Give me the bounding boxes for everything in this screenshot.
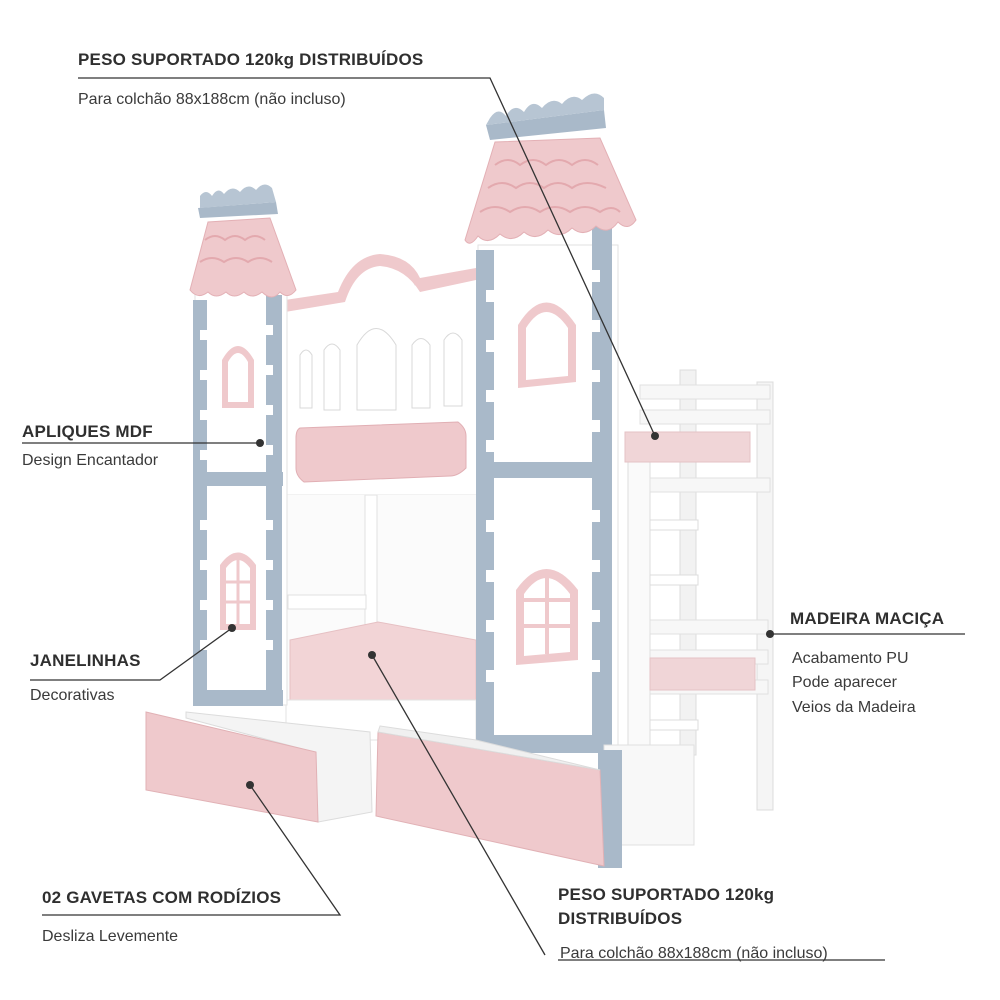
callout-top-subtitle: Para colchão 88x188cm (não incluso) [78, 91, 346, 108]
callout-apliques-title: APLIQUES MDF [22, 422, 153, 441]
callout-gavetas-subtitle: Desliza Levemente [42, 928, 179, 945]
callout-janelinhas-subtitle: Decorativas [30, 687, 115, 704]
callout-bottom-title-line-1: PESO SUPORTADO 120kg [558, 885, 775, 904]
callout-gavetas-title: 02 GAVETAS COM RODÍZIOS [42, 888, 282, 907]
base-frame [598, 744, 695, 868]
callout-madeira-line-3: Veios da Madeira [792, 699, 916, 716]
callout-apliques-subtitle: Design Encantador [22, 452, 159, 469]
callout-madeira-line-1: Acabamento PU [792, 650, 909, 667]
callout-dots [228, 432, 774, 789]
callout-janelinhas-title: JANELINHAS [30, 651, 141, 670]
right-tower [464, 93, 637, 753]
side-ladder-frame [624, 369, 774, 811]
callout-lines [22, 77, 965, 961]
drawers [145, 711, 605, 867]
callout-bottom-subtitle: Para colchão 88x188cm (não incluso) [560, 945, 828, 962]
callout-madeira-line-2: Pode aparecer [792, 674, 897, 691]
front-panel [281, 254, 479, 741]
callout-bottom-title-line-2: DISTRIBUÍDOS [558, 909, 683, 928]
left-tower [189, 184, 297, 706]
callout-top-title: PESO SUPORTADO 120kg DISTRIBUÍDOS [78, 50, 424, 69]
callout-madeira-title: MADEIRA MACIÇA [790, 609, 945, 628]
